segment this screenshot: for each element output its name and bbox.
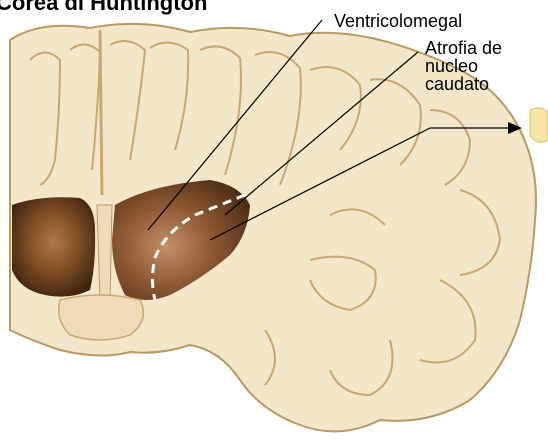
thalamus-region: [59, 295, 144, 340]
left-lateral-ventricle: [12, 197, 95, 296]
label-caudate-atrophy: Atrofia de nucleo caudato: [425, 39, 502, 93]
label-atrophy-line3: caudato: [425, 75, 502, 93]
figure-title: Corea di Huntington: [0, 0, 207, 14]
cut-edge-fragment: [530, 108, 548, 142]
label-ventricolomegaly: Ventricolomegal: [334, 12, 462, 30]
label-atrophy-line2: nucleo: [425, 57, 502, 75]
label-atrophy-line1: Atrofia de: [425, 39, 502, 57]
interhemispheric-fissure: [100, 30, 102, 195]
septum-pellucidum: [97, 205, 112, 300]
